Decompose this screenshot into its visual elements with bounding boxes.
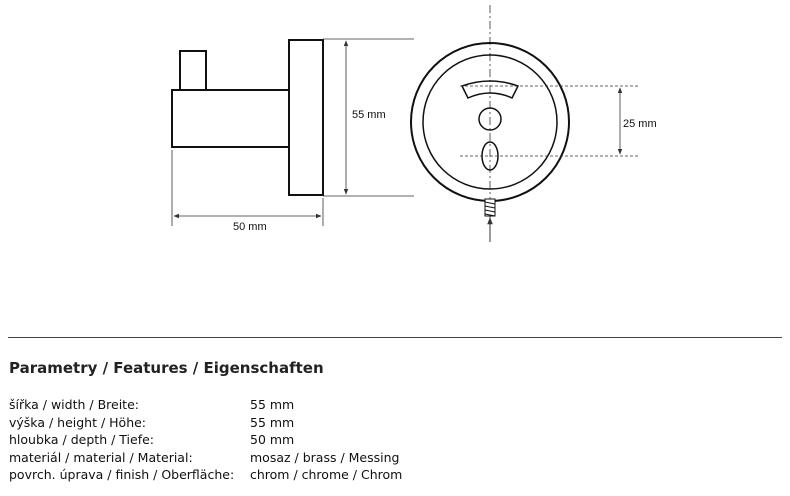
rosette-inner [422, 54, 558, 190]
spec-value: 55 mm [250, 414, 295, 430]
hook-arm [171, 89, 290, 148]
spec-value: 55 mm [250, 397, 295, 412]
screw-spacing-label: 25 mm [623, 118, 657, 130]
width-dimension-label: 50 mm [233, 221, 267, 233]
width-dimension [171, 150, 324, 226]
spec-value: chrom / chrome / Chrom [250, 467, 403, 483]
technical-drawing: 55 mm 50 mm 25 mm [171, 5, 657, 242]
spec-label: výška / height / Höhe: [9, 414, 147, 430]
screw-spacing-dimension [460, 85, 640, 157]
spec-label: hloubka / depth / Tiefe: [9, 432, 154, 448]
upper-slot [460, 80, 520, 99]
spec-row-height: výška / height / Höhe: 55 mm [9, 415, 402, 433]
front-view [410, 5, 570, 242]
spec-value: 50 mm [250, 432, 295, 448]
screw [484, 198, 496, 217]
spec-label: šířka / width / Breite: [9, 397, 139, 412]
center-hole [478, 107, 502, 131]
features-heading: Parametry / Features / Eigenschaften [9, 359, 324, 377]
spec-label: materiál / material / Material: [9, 449, 193, 465]
height-dimension-label: 55 mm [352, 109, 386, 121]
spec-row-depth: hloubka / depth / Tiefe: 50 mm [9, 432, 402, 450]
spec-row-finish: povrch. úprava / finish / Oberfläche: ch… [9, 467, 402, 485]
height-dimension [323, 38, 414, 197]
hook-tip [179, 50, 207, 92]
wall-rosette [288, 39, 324, 196]
spec-row-material: materiál / material / Material: mosaz / … [9, 450, 402, 468]
side-view [171, 39, 324, 196]
section-divider [8, 337, 782, 338]
spec-row-width: šířka / width / Breite: 55 mm [9, 397, 402, 415]
spec-label: povrch. úprava / finish / Oberfläche: [9, 467, 235, 483]
features-table: šířka / width / Breite: 55 mm výška / he… [9, 397, 402, 485]
spec-value: mosaz / brass / Messing [250, 449, 400, 465]
